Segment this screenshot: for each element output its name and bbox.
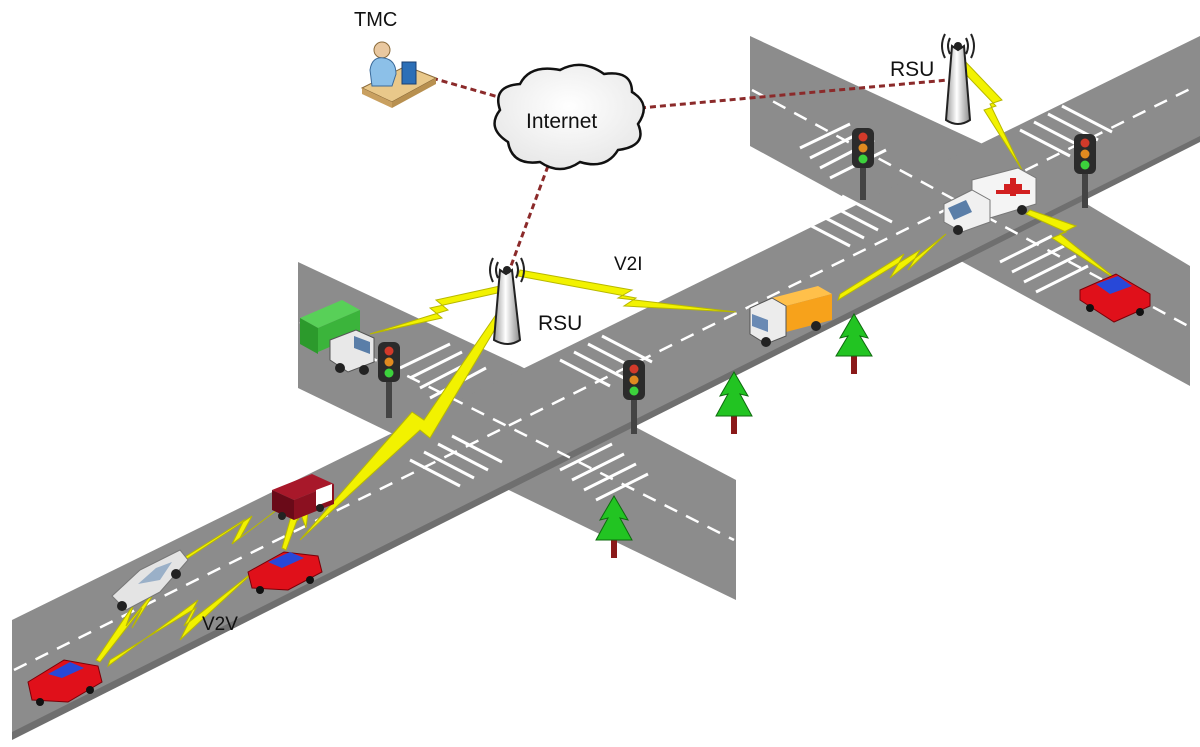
internet-label: Internet <box>526 110 597 133</box>
antenna-tower-icon <box>941 33 975 125</box>
link-internet-rsu-right <box>639 78 949 110</box>
truck-icon <box>749 286 832 347</box>
traffic-light-icon <box>378 342 400 418</box>
car-icon <box>247 551 323 594</box>
trees <box>595 313 873 558</box>
lightning-link-icon <box>107 567 259 668</box>
lane-marking-main <box>13 84 1197 672</box>
bus-icon <box>272 474 334 520</box>
traffic-light-icon <box>623 360 645 434</box>
ambulance-icon <box>943 167 1037 235</box>
tmc-workstation: TMC <box>354 9 438 108</box>
rsu-left-label: RSU <box>538 312 582 335</box>
traffic-lights <box>378 128 1096 434</box>
crosswalk-right <box>799 104 1113 294</box>
lightning-link-icon <box>369 285 503 335</box>
tree-icon <box>595 495 633 558</box>
traffic-light-icon <box>1074 134 1096 208</box>
v2i-label: V2I <box>614 254 643 275</box>
rsu-right-label: RSU <box>890 58 934 81</box>
person-at-computer-icon <box>360 41 438 108</box>
rsu-left: RSU <box>489 257 582 345</box>
car-icon <box>111 549 189 611</box>
lightning-link-icon <box>837 233 947 302</box>
internet-cloud: Internet <box>493 63 645 171</box>
wireless-links <box>95 55 1121 668</box>
rsu-right: RSU <box>890 33 975 125</box>
wired-links <box>431 76 949 275</box>
lightning-link-icon <box>517 269 737 313</box>
cloud-icon <box>493 63 645 171</box>
car-icon <box>27 659 103 706</box>
car-icon <box>1079 273 1151 323</box>
lightning-link-icon <box>175 505 283 567</box>
truck-icon <box>300 300 375 375</box>
traffic-light-icon <box>852 128 874 200</box>
link-internet-rsu-left <box>506 165 550 275</box>
lightning-link-icon <box>95 583 161 663</box>
link-tmc-internet <box>431 76 503 100</box>
v2v-label: V2V <box>202 614 238 635</box>
road-edge <box>12 136 1200 740</box>
tree-icon <box>835 313 873 374</box>
antenna-tower-icon <box>489 257 525 345</box>
tmc-label: TMC <box>354 9 397 31</box>
crosswalk-left <box>399 334 653 502</box>
lightning-link-icon <box>1025 209 1121 283</box>
tree-icon <box>715 371 753 434</box>
